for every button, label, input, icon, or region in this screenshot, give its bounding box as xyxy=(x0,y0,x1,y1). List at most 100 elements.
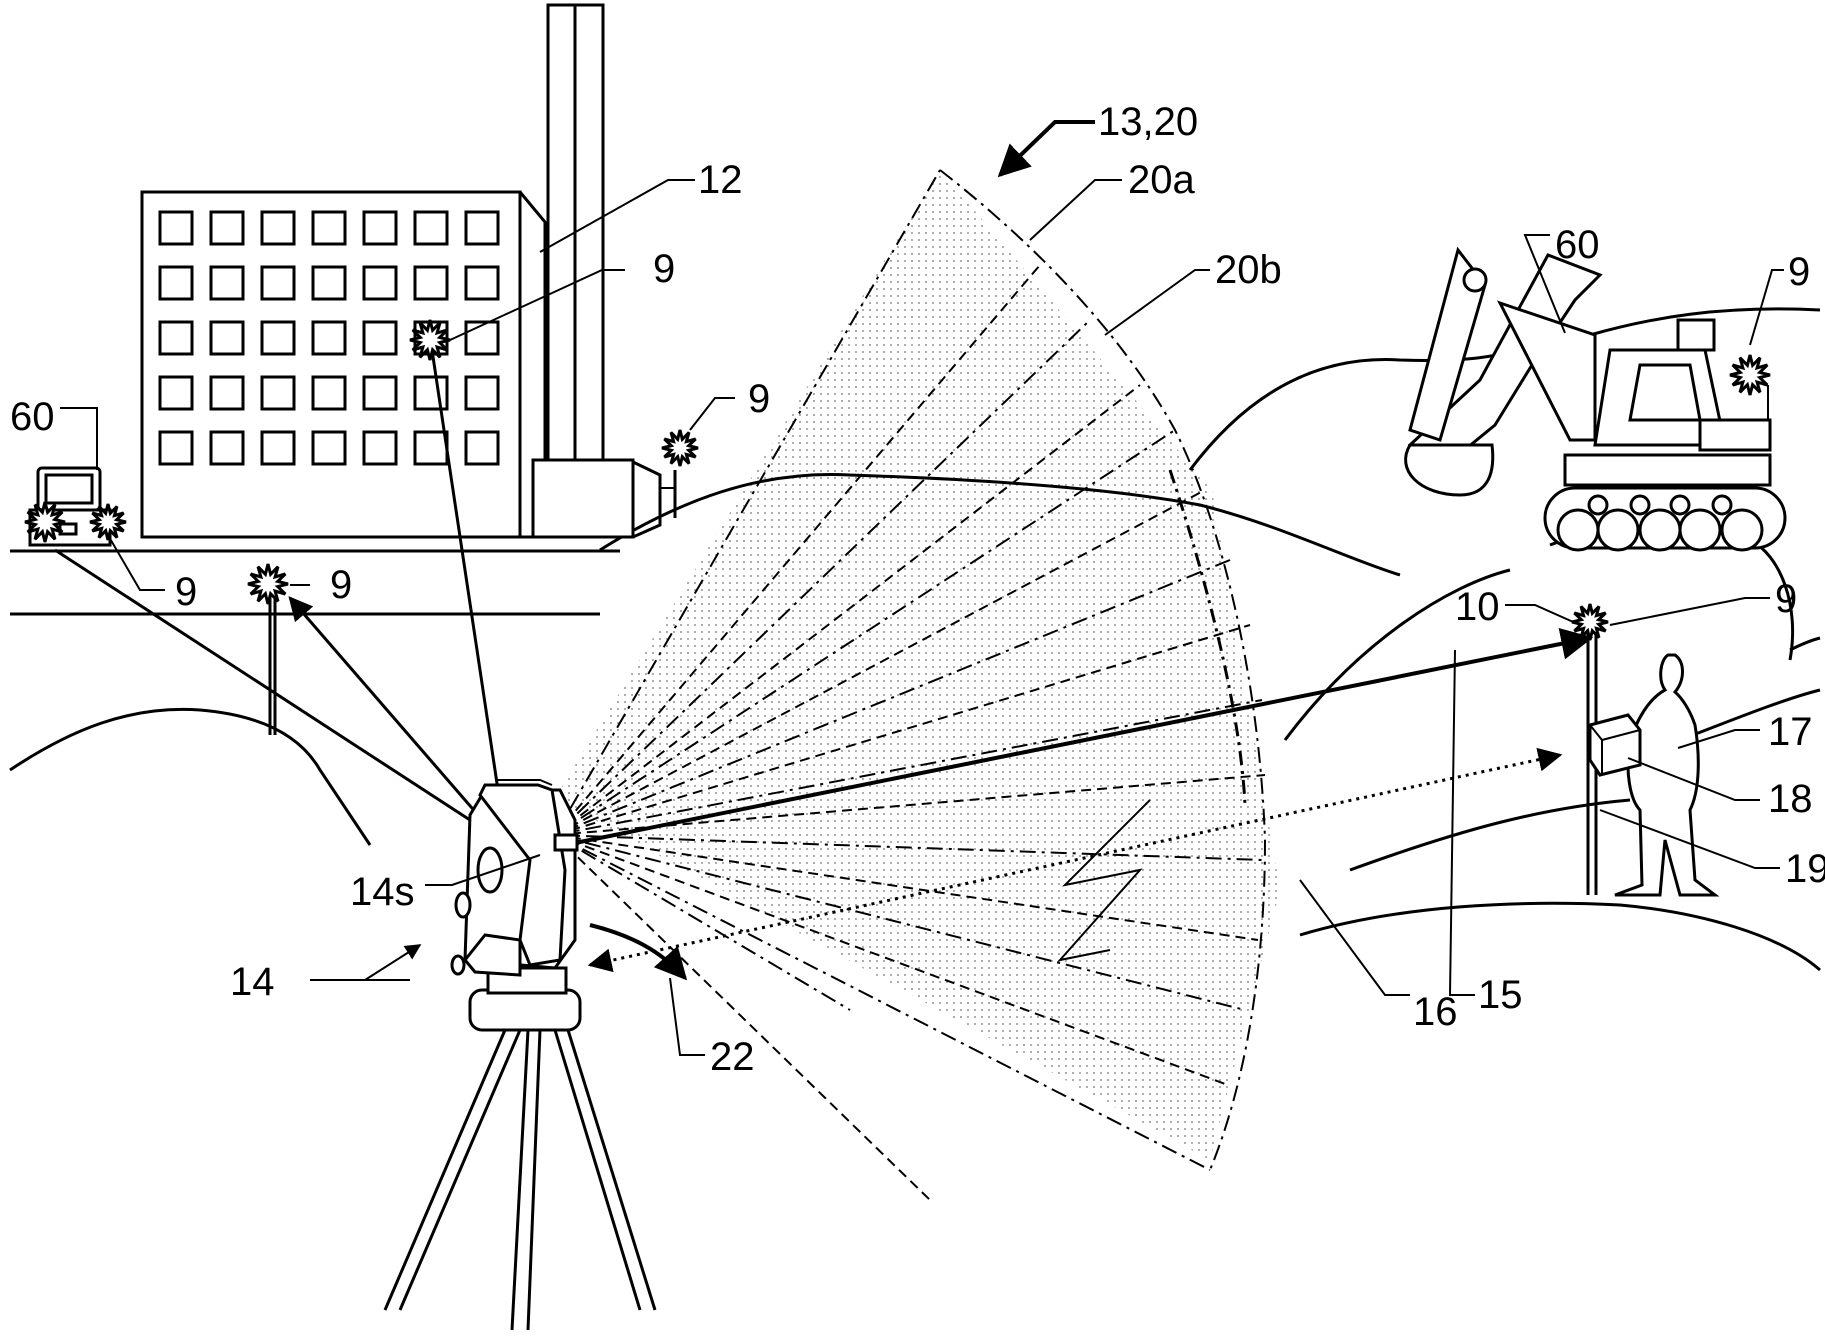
vehicle-leader xyxy=(60,408,97,470)
building-window xyxy=(211,267,243,299)
building-window xyxy=(262,432,294,464)
leader-10 xyxy=(1505,605,1580,625)
building-window xyxy=(160,377,192,409)
leader-22 xyxy=(670,978,705,1055)
fan-dotted-area xyxy=(555,170,1280,1160)
building-window xyxy=(262,322,294,354)
annex-side xyxy=(633,462,660,537)
excavator-bucket xyxy=(1406,445,1493,495)
controller-box xyxy=(1590,715,1640,775)
building-window xyxy=(262,267,294,299)
building-window xyxy=(211,212,243,244)
building-window xyxy=(313,322,345,354)
label-14s: 14s xyxy=(350,870,415,914)
target-burst xyxy=(1572,604,1608,640)
building-window xyxy=(466,267,498,299)
building-window xyxy=(313,267,345,299)
label-17: 17 xyxy=(1768,710,1813,754)
label-20a: 20a xyxy=(1128,158,1195,202)
tripod-leg-left xyxy=(385,1030,505,1310)
leader-13-20 xyxy=(1000,122,1095,175)
leader-9-pole xyxy=(1610,598,1770,625)
building xyxy=(142,5,675,537)
label-16: 16 xyxy=(1413,990,1458,1034)
excavator-platform xyxy=(1565,455,1770,485)
label-9-excavator: 9 xyxy=(1788,250,1810,294)
label-9-pipe: 9 xyxy=(748,377,770,421)
leader-15 xyxy=(1450,650,1475,995)
excavator-cab-window xyxy=(1630,365,1700,420)
annex-block xyxy=(533,460,633,537)
tripod-leg-right xyxy=(555,1030,640,1310)
vehicle-window xyxy=(46,475,92,503)
label-12: 12 xyxy=(698,158,743,202)
target-burst xyxy=(248,564,288,604)
label-9-window: 9 xyxy=(653,247,675,291)
beam-to-post xyxy=(290,598,478,815)
building-window xyxy=(364,432,396,464)
foreground-ground xyxy=(1300,903,1820,970)
building-window xyxy=(415,377,447,409)
leader-16 xyxy=(1300,880,1410,995)
label-22: 22 xyxy=(710,1035,755,1079)
excavator-wheel xyxy=(1598,510,1638,550)
building-window xyxy=(364,267,396,299)
building-window xyxy=(211,377,243,409)
leader-20a xyxy=(1030,180,1122,240)
tripod-leg-center xyxy=(512,1030,528,1330)
label-13-20: 13,20 xyxy=(1098,100,1198,144)
pole-hill-right xyxy=(1790,638,1820,650)
target-burst xyxy=(1730,355,1770,395)
leader-9-pipe xyxy=(690,398,735,430)
excavator-roller xyxy=(1671,496,1689,514)
leader-20b xyxy=(1105,270,1210,335)
label-20b: 20b xyxy=(1215,248,1282,292)
building-window xyxy=(262,377,294,409)
building-window xyxy=(313,432,345,464)
label-18: 18 xyxy=(1768,777,1813,821)
target-burst xyxy=(662,430,698,466)
building-window xyxy=(160,267,192,299)
building-window xyxy=(415,432,447,464)
excavator-roller xyxy=(1631,496,1649,514)
label-9-vehicle: 9 xyxy=(175,570,197,614)
building-window xyxy=(364,377,396,409)
building-window xyxy=(262,212,294,244)
left-hill xyxy=(10,709,370,845)
label-9-pole: 9 xyxy=(1775,577,1797,621)
building-window xyxy=(160,212,192,244)
building-window xyxy=(415,267,447,299)
excavator-counterweight xyxy=(1700,420,1770,450)
building-window xyxy=(364,322,396,354)
excavator-wheel xyxy=(1680,510,1720,550)
label-15: 15 xyxy=(1478,973,1523,1017)
rover xyxy=(1588,625,1715,895)
label-10: 10 xyxy=(1455,585,1500,629)
scan-fan xyxy=(555,170,1280,1200)
building-window xyxy=(466,432,498,464)
label-9-post: 9 xyxy=(330,563,352,607)
building-window xyxy=(160,432,192,464)
person xyxy=(1615,655,1715,895)
building-window xyxy=(364,212,396,244)
label-19: 19 xyxy=(1785,847,1825,891)
building-window xyxy=(211,322,243,354)
excavator-wheel xyxy=(1558,510,1598,550)
building-window xyxy=(466,322,498,354)
total-station xyxy=(385,780,685,1330)
building-window xyxy=(466,377,498,409)
label-60-vehicle: 60 xyxy=(10,395,55,439)
excavator xyxy=(1406,250,1785,550)
instrument-sensor xyxy=(555,835,577,850)
excavator-roller xyxy=(1589,496,1607,514)
building-window xyxy=(415,212,447,244)
building-window xyxy=(313,212,345,244)
excavator-wheel xyxy=(1640,510,1680,550)
leader-9-vehicle xyxy=(105,530,165,590)
label-14: 14 xyxy=(230,960,275,1004)
building-window xyxy=(160,322,192,354)
tripod-head xyxy=(470,990,580,1030)
building-window xyxy=(313,377,345,409)
excavator-roller xyxy=(1713,496,1731,514)
